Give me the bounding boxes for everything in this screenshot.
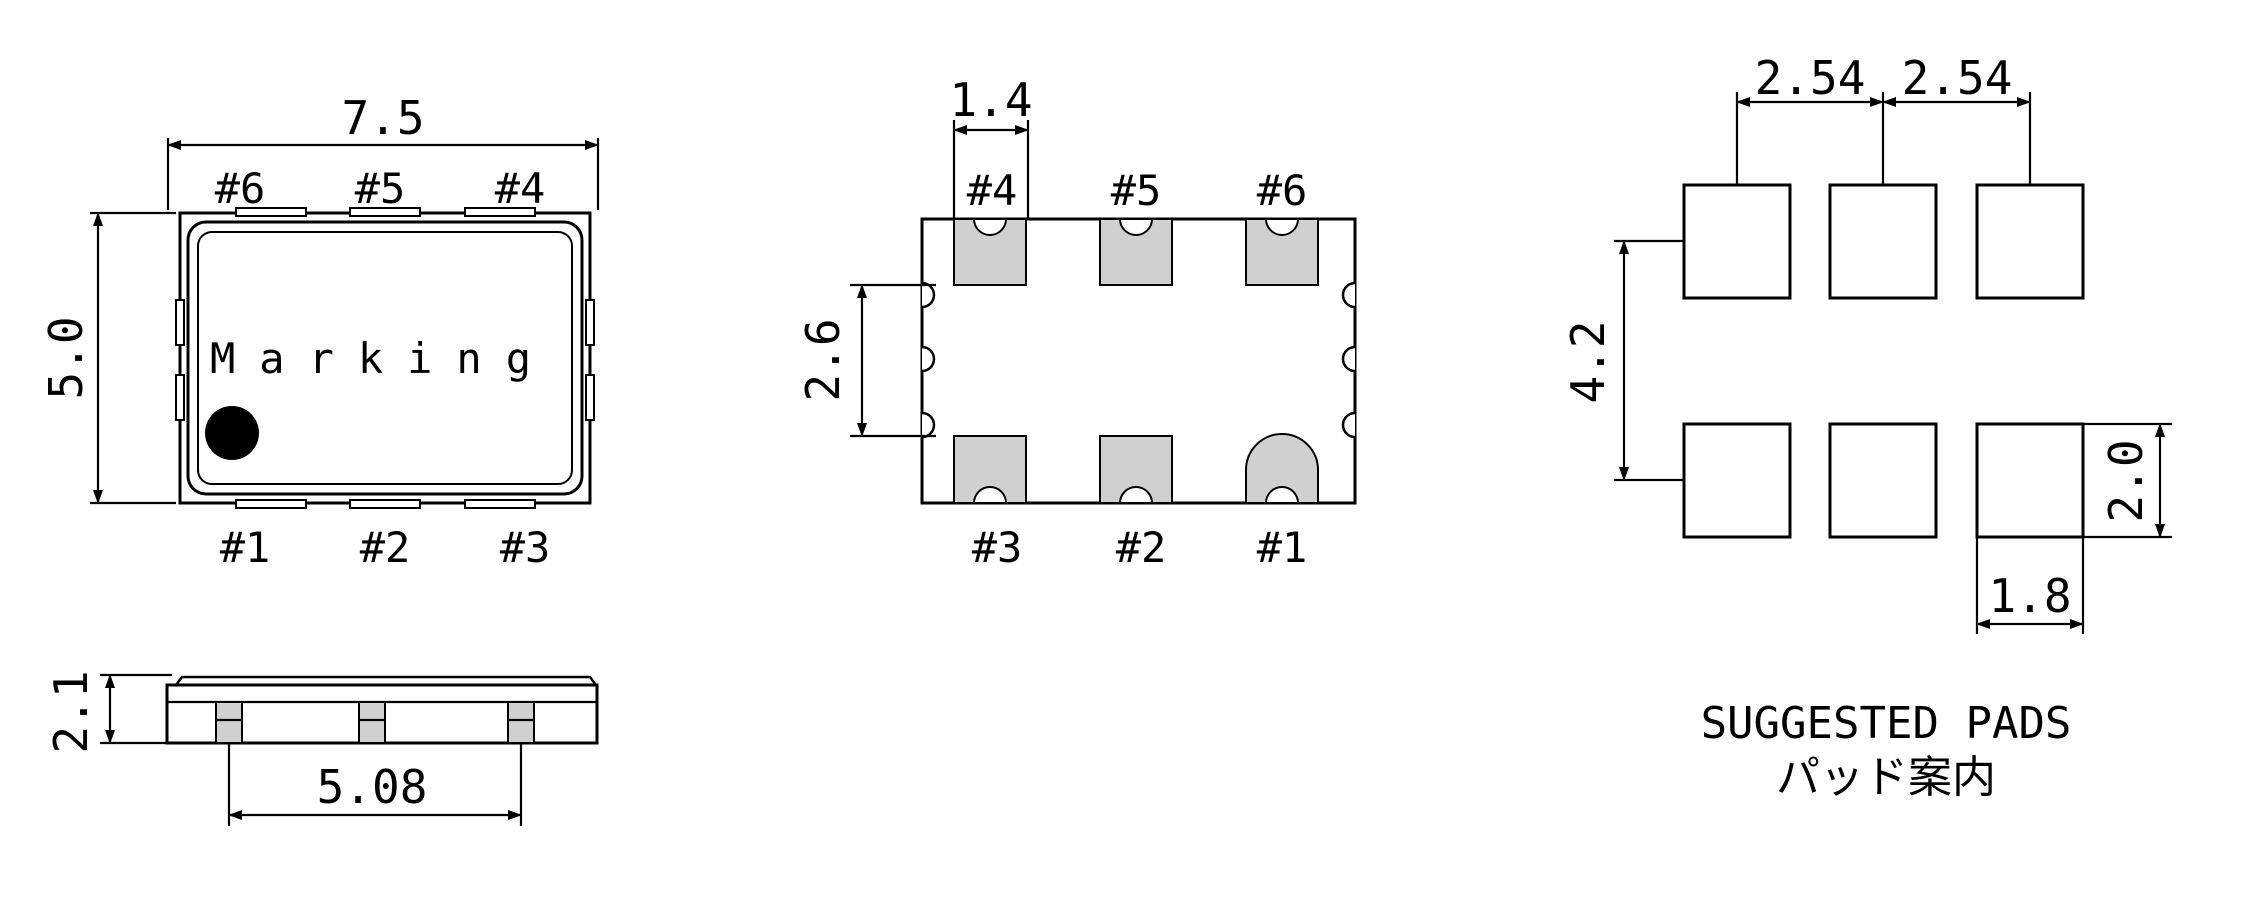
top-view-pin-3: #3 [500,523,551,572]
bottom-view-gap-dim: 2.6 [796,318,850,401]
side-view-height-dim: 2.1 [44,670,98,753]
bottom-view-pin-1: #1 [1257,523,1308,572]
bottom-view-pin-4: #4 [967,166,1018,215]
pad-pitch-dim-left: 2.54 [1755,51,1866,105]
side-view-pitch-dim: 5.08 [317,760,428,814]
bottom-view-pin-2: #2 [1116,523,1167,572]
pad-width-dim: 1.8 [1988,569,2071,623]
bottom-view-top-terminals [953,218,1319,286]
side-view-terminal-mid [358,701,386,744]
bottom-view: 1.4 2.6 #4 #5 #6 #3 #2 #1 [796,73,1357,572]
bottom-view-pin-5: #5 [1111,166,1162,215]
suggested-pad-bottom-2 [1828,422,1938,539]
pad-height-dim: 2.0 [2099,439,2153,522]
top-view-pin-6: #6 [215,164,266,213]
top-view-edge-tabs [175,207,595,509]
bottom-view-pin-6: #6 [1257,166,1308,215]
suggested-pad-top-3 [1975,183,2085,300]
top-view-pin-5: #5 [355,164,406,213]
side-view: 2.1 5.08 [44,670,599,826]
bottom-view-pin-3: #3 [972,523,1023,572]
suggested-pads-caption: SUGGESTED PADS [1701,698,2072,749]
suggested-pads: 2.54 2.54 4.2 2.0 1.8 SUGGESTED PADS パッド… [1561,51,2172,803]
side-view-terminal-right [507,701,535,744]
top-view-pin-1: #1 [220,523,271,572]
bottom-view-bottom-terminals [953,433,1319,504]
bottom-view-package-outline [920,217,1357,505]
suggested-pad-bottom-1 [1682,422,1792,539]
pad-pitch-dim-right: 2.54 [1902,51,2013,105]
side-view-terminal-left [215,701,243,744]
top-view-lid-inner [197,231,573,485]
marking-label: Marking [210,334,555,383]
suggested-pad-bottom-3 [1975,422,2085,539]
top-view-height-dim: 5.0 [39,316,93,399]
suggested-pads-caption-jp: パッド案内 [1776,752,1996,803]
top-view-width-dim: 7.5 [341,91,424,145]
top-view-pin-4: #4 [495,164,546,213]
bottom-view-pad-width-dim: 1.4 [949,73,1032,127]
pin1-indicator-dot [205,406,259,460]
suggested-pad-top-1 [1682,183,1792,300]
top-view-pin-2: #2 [360,523,411,572]
top-view: Marking 7.5 5.0 #6 #5 #4 #1 #2 #3 [39,91,600,572]
suggested-pad-top-2 [1828,183,1938,300]
pad-row-spacing-dim: 4.2 [1561,320,1615,403]
bottom-view-side-castellations [921,281,1356,439]
